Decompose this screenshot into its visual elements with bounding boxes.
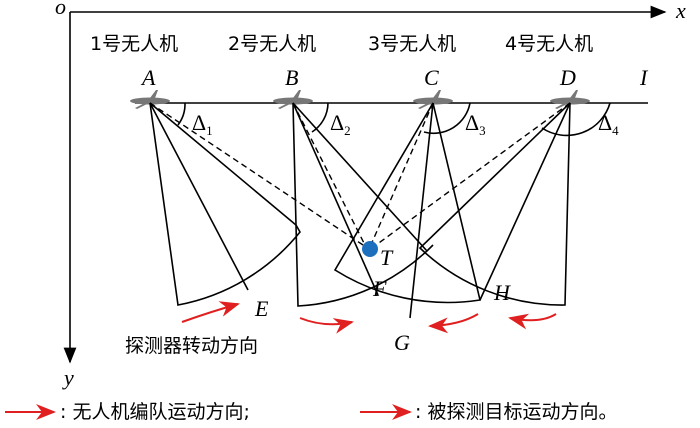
uav-label-1: 1号无人机 — [90, 33, 178, 55]
point-H: H — [493, 280, 511, 305]
aircraft-icon — [130, 90, 170, 109]
uav-label-4: 4号无人机 — [505, 33, 593, 55]
point-B: B — [285, 65, 298, 90]
target-point — [362, 241, 378, 257]
rotation-arrow-icon — [428, 313, 479, 334]
detection-sector-A — [149, 102, 301, 306]
aircraft-icon — [413, 90, 453, 109]
legend-formation-label: : 无人机编队运动方向; — [60, 401, 250, 423]
angle-label-2: Δ2 — [330, 110, 351, 138]
detection-sector-D — [418, 102, 611, 306]
angle-label-4: Δ4 — [598, 110, 619, 138]
detection-sector-B — [292, 102, 434, 307]
point-F: F — [372, 276, 387, 301]
point-A: A — [140, 65, 156, 90]
rotation-arrow-icon — [508, 313, 557, 330]
point-I: I — [639, 65, 649, 90]
x-axis-label: x — [675, 0, 686, 23]
uav-label-2: 2号无人机 — [228, 33, 316, 55]
point-C: C — [424, 65, 439, 90]
uav-label-3: 3号无人机 — [368, 33, 456, 55]
rotation-direction-label: 探测器转动方向 — [125, 335, 258, 357]
aircraft-icon — [273, 90, 313, 109]
angle-label-3: Δ3 — [465, 110, 486, 138]
angle-label-1: Δ1 — [192, 110, 213, 138]
point-T: T — [380, 245, 394, 270]
y-axis-label: y — [62, 365, 74, 390]
point-E: E — [254, 296, 269, 321]
legend-target-label: : 被探测目标运动方向。 — [415, 401, 617, 423]
rotation-arrow-icon — [181, 301, 240, 323]
aircraft-icon — [550, 90, 590, 109]
detection-sector-C — [333, 102, 481, 319]
origin-label: o — [55, 0, 66, 19]
point-G: G — [394, 330, 410, 355]
rotation-arrow-icon — [299, 317, 354, 334]
target-lines — [149, 102, 571, 249]
point-D: D — [559, 65, 576, 90]
